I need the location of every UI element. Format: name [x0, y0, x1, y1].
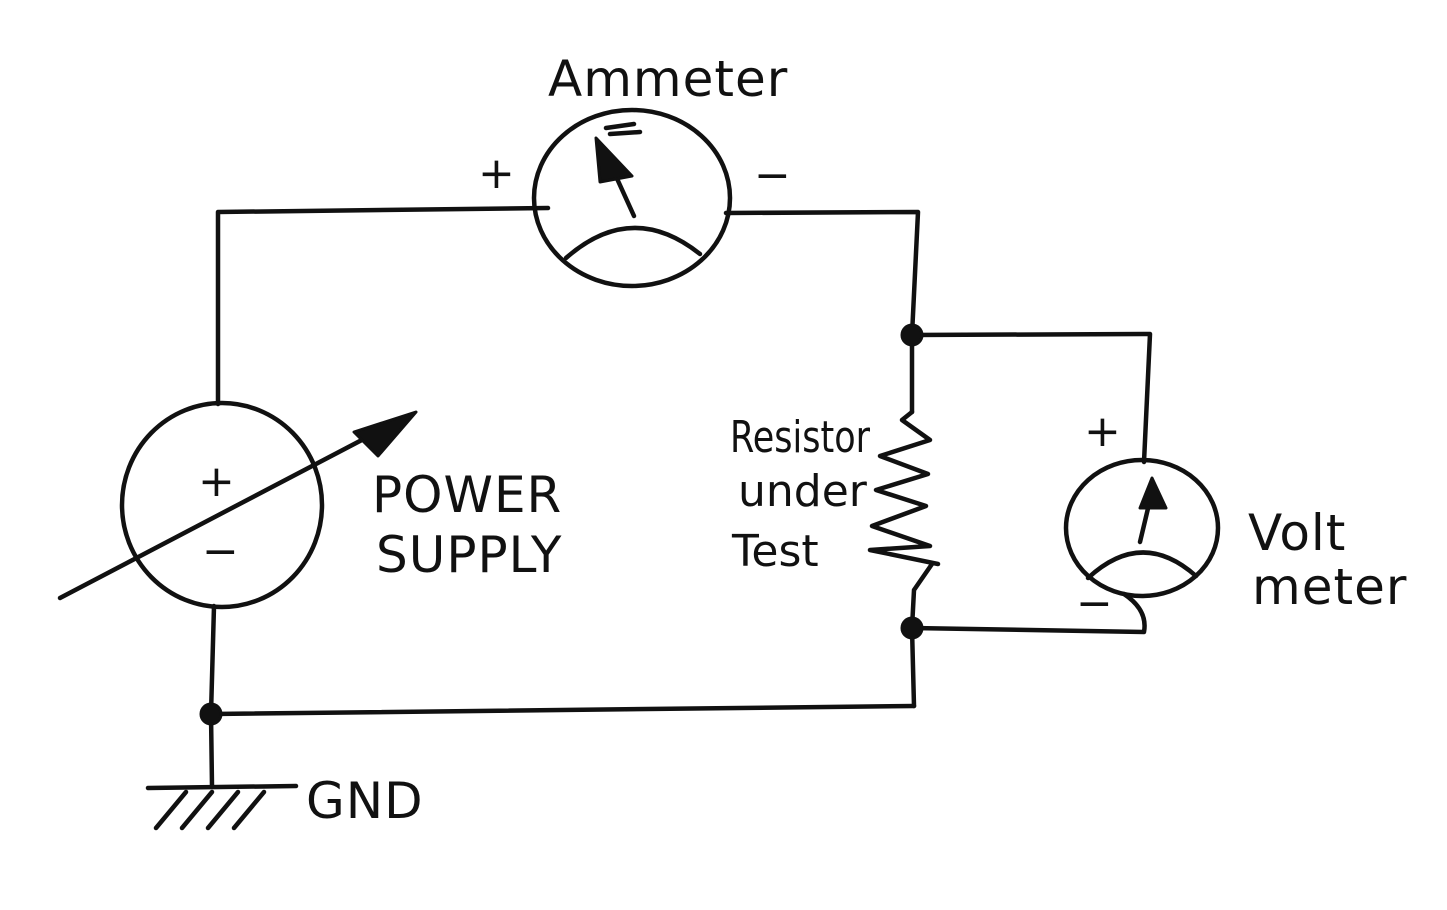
resistor-label-line1: Resistor	[730, 412, 871, 463]
wire-bottom	[209, 703, 917, 717]
ammeter-circle	[531, 107, 733, 289]
wire-to-ground	[208, 711, 215, 789]
resistor-zigzag	[867, 409, 941, 567]
ammeter-scale-arc	[563, 225, 703, 261]
ammeter-tick-marks	[603, 121, 643, 137]
junction-dot-lower	[900, 616, 924, 640]
ground-symbol	[145, 783, 299, 831]
wire-right-lower	[909, 561, 935, 631]
junction-dot-upper	[900, 323, 924, 347]
ammeter-symbol	[531, 107, 733, 289]
wire-top-right	[723, 209, 921, 338]
wire-supply-bottom	[208, 603, 217, 717]
resistor-label-line2: under	[738, 466, 868, 517]
power-supply-arrowhead	[352, 410, 418, 458]
junction-dot-ground	[199, 702, 223, 726]
voltmeter-scale-arc	[1085, 550, 1199, 581]
power-supply-symbol	[57, 400, 418, 610]
ammeter-label: Ammeter	[548, 50, 788, 108]
power-supply-variable-arrow	[57, 417, 403, 601]
voltmeter-label-line1: Volt	[1248, 504, 1346, 562]
supply-plus-sign: +	[198, 456, 235, 507]
ground-hatching	[153, 789, 267, 831]
voltmeter-plus-sign: +	[1084, 406, 1121, 457]
voltmeter-symbol	[1063, 457, 1221, 599]
voltmeter-needle-head	[1138, 476, 1168, 510]
power-supply-label-line2: SUPPLY	[376, 526, 562, 584]
resistor-label-line3: Test	[731, 526, 819, 577]
ammeter-plus-sign: +	[478, 148, 515, 199]
ammeter-needle-head	[594, 136, 634, 184]
ground-label: GND	[306, 772, 424, 830]
power-supply-circle	[119, 400, 325, 610]
power-supply-label-line1: POWER	[372, 466, 562, 524]
voltmeter-minus-sign: −	[1076, 578, 1113, 629]
ground-bar	[145, 783, 299, 791]
supply-minus-sign: −	[202, 526, 239, 577]
voltmeter-label-line2: meter	[1252, 558, 1407, 616]
ammeter-minus-sign: −	[754, 150, 791, 201]
wire-top-left	[215, 205, 551, 407]
wire-voltmeter-top	[909, 331, 1153, 465]
wire-right-bottom	[909, 625, 917, 709]
wire-voltmeter-bottom	[909, 591, 1147, 635]
voltmeter-circle	[1063, 457, 1221, 599]
